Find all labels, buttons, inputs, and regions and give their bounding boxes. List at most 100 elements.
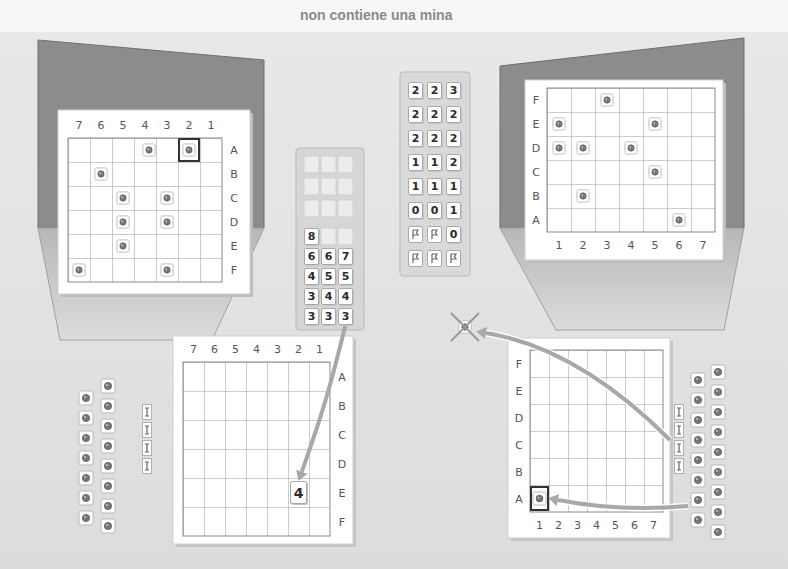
grid-coordinate: 1 [208, 119, 215, 132]
grid-coordinate: 7 [700, 239, 707, 252]
grid-coordinate: D [515, 411, 523, 424]
number-tile: 3 [446, 82, 461, 99]
player-screen [500, 38, 744, 330]
tile-number: 0 [450, 229, 458, 240]
grid-coordinate: C [532, 166, 540, 179]
number-tile: 1 [446, 202, 461, 219]
tile-number: 5 [325, 271, 333, 282]
number-tile: 0 [408, 202, 423, 219]
tile-number: 3 [450, 85, 458, 96]
mine-tile-stack [79, 379, 115, 533]
number-tile: 2 [446, 154, 461, 171]
number-tile: 2 [427, 82, 442, 99]
number-tile: 1 [408, 178, 423, 195]
number-tile: 1 [446, 178, 461, 195]
tile-number: 8 [308, 231, 316, 242]
tile-number: 1 [450, 181, 458, 192]
grid-coordinate: A [532, 214, 540, 227]
number-tile: 1 [408, 154, 423, 171]
tile-number: 2 [412, 109, 420, 120]
number-tile: 3 [338, 308, 353, 325]
grid-coordinate: F [516, 357, 522, 370]
tile-number: 1 [412, 157, 420, 168]
grid-coordinate: B [230, 168, 238, 181]
tile-number: 1 [450, 205, 458, 216]
tile-number: 6 [308, 251, 316, 262]
tile-number: 1 [431, 181, 439, 192]
grid-coordinate: E [339, 486, 346, 499]
grid-coordinate: C [338, 428, 346, 441]
number-tile: 0 [427, 202, 442, 219]
tile-number: 1 [412, 181, 420, 192]
number-tile: 6 [304, 248, 319, 265]
number-tile: 2 [446, 130, 461, 147]
grid-coordinate: B [532, 190, 540, 203]
grid-coordinate: F [339, 515, 345, 528]
grid-coordinate: A [230, 144, 238, 157]
discarded-mine [451, 313, 479, 341]
grid-coordinate: 2 [186, 119, 193, 132]
grid-coordinate: E [516, 384, 523, 397]
number-tile: 5 [338, 268, 353, 285]
grid-coordinate: F [231, 264, 237, 277]
grid-coordinate: D [532, 142, 540, 155]
tile-number: 3 [342, 311, 350, 322]
tile-number: 0 [412, 205, 420, 216]
tile-number: 2 [412, 133, 420, 144]
number-tile: 1 [427, 154, 442, 171]
number-tile: 7 [338, 248, 353, 265]
grid-coordinate: B [338, 399, 346, 412]
grid-coordinate: 3 [574, 519, 581, 532]
tile-number: 5 [342, 271, 350, 282]
move-arrow [302, 325, 346, 472]
page-text: non contiene una mina [300, 7, 452, 23]
tile-number: 3 [308, 311, 316, 322]
tile-number: 4 [342, 291, 350, 302]
number-tile: 1 [427, 178, 442, 195]
grid-coordinate: 6 [676, 239, 683, 252]
tile-number: 6 [325, 251, 333, 262]
number-tile: 3 [304, 308, 319, 325]
number-tile: 0 [446, 226, 461, 243]
grid-coordinate: D [338, 457, 346, 470]
grid-coordinate: E [231, 240, 238, 253]
grid-coordinate: C [515, 438, 523, 451]
tile-number: 4 [294, 486, 304, 500]
grid-coordinate: 3 [164, 119, 171, 132]
grid-coordinate: 2 [295, 343, 302, 356]
number-tile: 2 [427, 106, 442, 123]
grid-coordinate: 2 [555, 519, 562, 532]
grid-coordinate: 1 [316, 343, 323, 356]
grid-coordinate: A [515, 492, 523, 505]
number-tile: 2 [408, 130, 423, 147]
number-tile: 3 [321, 308, 336, 325]
tile-number: 3 [308, 291, 316, 302]
game-board [525, 80, 726, 263]
flag-tile-stack [143, 405, 684, 474]
number-tile: 5 [321, 268, 336, 285]
grid-coordinate: 5 [120, 119, 127, 132]
grid-coordinate: D [230, 216, 238, 229]
grid-coordinate: A [338, 370, 346, 383]
grid-coordinate: 3 [604, 239, 611, 252]
tile-number: 2 [450, 133, 458, 144]
grid-coordinate: 4 [253, 343, 260, 356]
grid-coordinate: C [230, 192, 238, 205]
grid-coordinate: 5 [652, 239, 659, 252]
tile-number: 0 [431, 205, 439, 216]
number-tile: 2 [427, 130, 442, 147]
grid-coordinate: 7 [190, 343, 197, 356]
move-arrow [486, 333, 688, 508]
tile-number: 2 [431, 109, 439, 120]
grid-coordinate: 4 [142, 119, 149, 132]
number-tile: 4 [321, 288, 336, 305]
grid-coordinate: 7 [76, 119, 83, 132]
number-tile: 2 [446, 106, 461, 123]
grid-coordinate: 4 [593, 519, 600, 532]
tile-number: 4 [325, 291, 333, 302]
number-tile: 2 [408, 82, 423, 99]
tile-number: 2 [431, 85, 439, 96]
grid-coordinate: 3 [274, 343, 281, 356]
